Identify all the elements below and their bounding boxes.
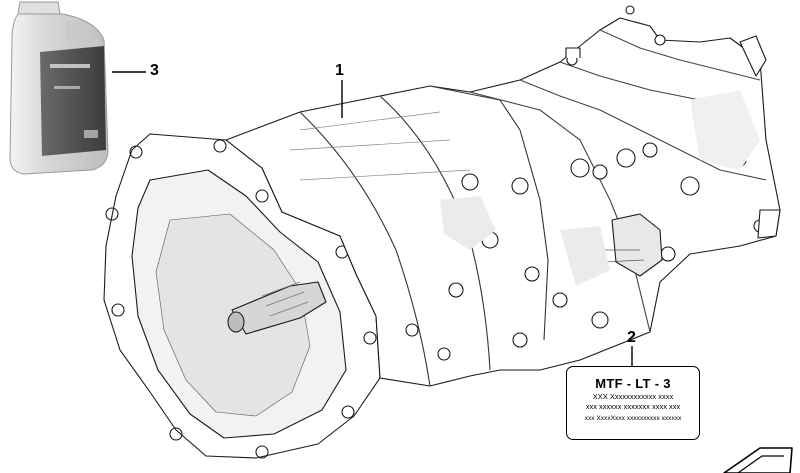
transmission-assembly [103,5,781,459]
label-line-3: xxx XxxxXxxx xxxxxxxxxx xxxxxx [584,415,682,422]
callout-number-3: 3 [150,62,159,79]
oil-bottle [9,1,109,175]
label-title: MTF - LT - 3 [595,376,671,391]
arrow-icon [723,447,793,473]
transmission-fluid-label: MTF - LT - 3 XXX Xxxxxxxxxxxx xxxx xxx x… [566,366,700,440]
label-line-2: xxx xxxxxx xxxxxxx xxxx xxx [585,402,681,411]
callout-number-2: 2 [627,329,636,346]
label-line-1: XXX Xxxxxxxxxxxx xxxx [592,392,674,401]
callout-number-1: 1 [335,62,344,79]
